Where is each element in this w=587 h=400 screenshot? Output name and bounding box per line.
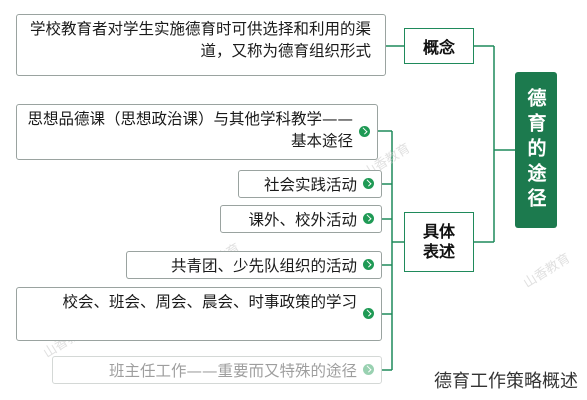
list-item-text: 社会实践活动 bbox=[263, 176, 357, 194]
list-item: 班主任工作——重要而又特殊的途径 bbox=[52, 356, 382, 384]
branch-detail: 具体表述 bbox=[404, 212, 474, 272]
list-item: 校会、班会、周会、晨会、时事政策的学习 bbox=[16, 287, 382, 341]
check-circle-icon bbox=[363, 213, 374, 224]
caption: 德育工作策略概述 bbox=[431, 366, 581, 394]
check-circle-icon bbox=[363, 364, 374, 375]
check-circle-icon bbox=[363, 178, 374, 189]
root-node: 德育的途径 bbox=[515, 72, 557, 228]
check-circle-icon bbox=[363, 259, 374, 270]
list-item: 课外、校外活动 bbox=[220, 205, 382, 233]
list-item-text: 校会、班会、周会、晨会、时事政策的学习 bbox=[62, 293, 357, 311]
concept-text: 学校教育者对学生实施德育时可供选择和利用的渠道，又称为德育组织形式 bbox=[29, 20, 371, 60]
list-item-text: 共青团、少先队组织的活动 bbox=[170, 257, 357, 275]
check-circle-icon bbox=[359, 126, 370, 137]
list-item: 社会实践活动 bbox=[238, 170, 382, 198]
branch-concept: 概念 bbox=[404, 28, 474, 64]
concept-definition: 学校教育者对学生实施德育时可供选择和利用的渠道，又称为德育组织形式 bbox=[16, 14, 386, 76]
list-item-text: 课外、校外活动 bbox=[248, 211, 357, 229]
list-item: 思想品德课（思想政治课）与其他学科教学——基本途径 bbox=[16, 104, 378, 160]
check-circle-icon bbox=[363, 308, 374, 319]
list-item-text: 班主任工作——重要而又特殊的途径 bbox=[108, 362, 357, 380]
list-item: 共青团、少先队组织的活动 bbox=[126, 251, 382, 279]
list-item-text: 思想品德课（思想政治课）与其他学科教学——基本途径 bbox=[27, 110, 353, 150]
